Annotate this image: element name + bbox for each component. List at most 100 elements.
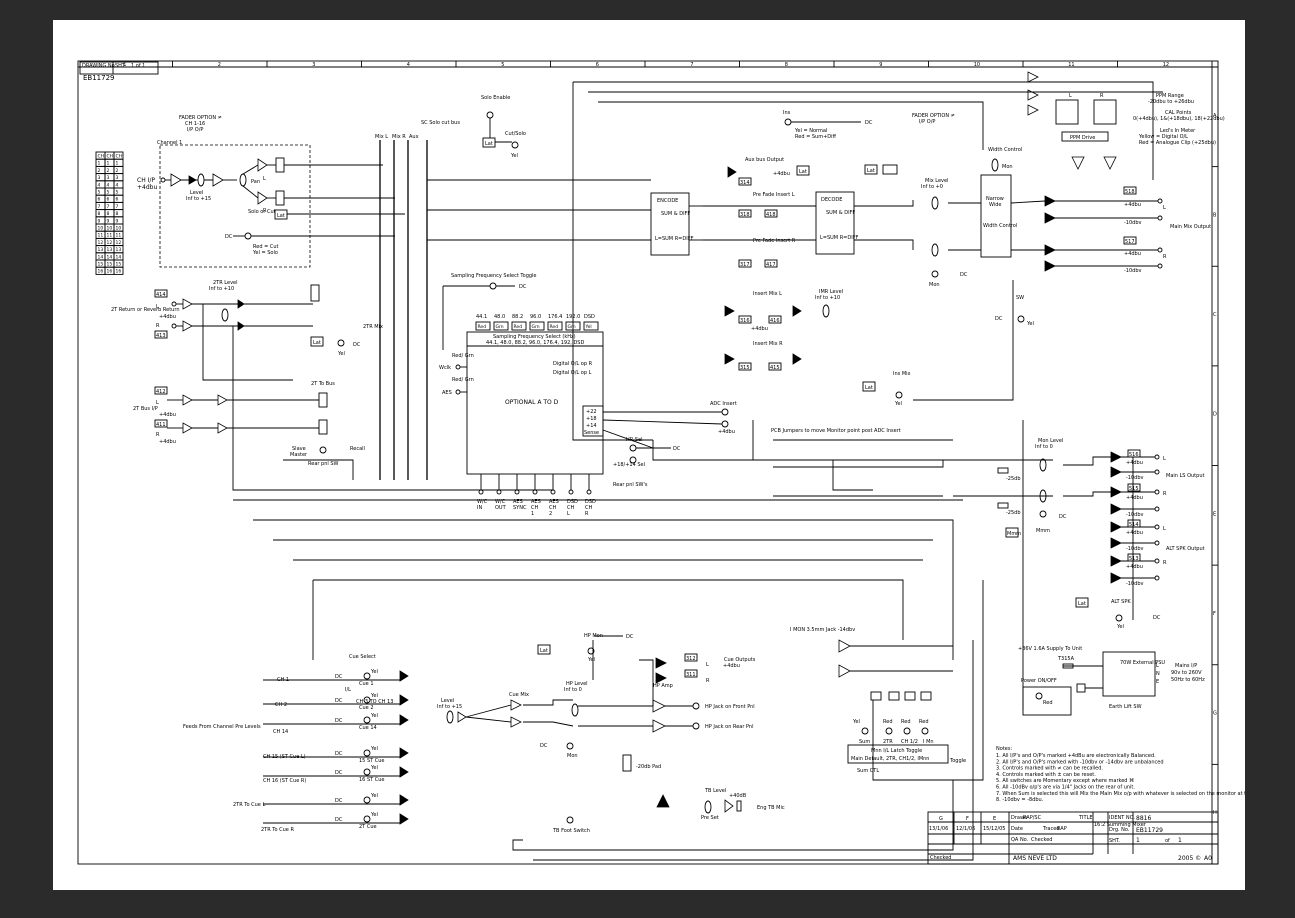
ppm-range-value: -20dbu to +26dbu (1148, 99, 1194, 105)
solo-enable-switch (486, 111, 494, 119)
aux-output-level: +4dbu (773, 171, 790, 177)
tr-mix-label: 2TR Mix (363, 324, 383, 330)
channel-table-cell: 6 (116, 197, 119, 203)
speaker-output-level: -10dbv (1126, 581, 1144, 587)
conn-515: 515 (1129, 486, 1139, 492)
channel-table-cell: 4 (107, 182, 110, 188)
column-label: 1 (123, 62, 126, 68)
adc-connector-label: CH (585, 505, 592, 511)
channel-table-cell: 14 (98, 254, 104, 260)
channel-table-cell: 1 (98, 161, 101, 167)
adc-connector-label: W/C (477, 499, 488, 505)
cue-select-label: Cue Select (349, 654, 376, 660)
pre-fade-l-label: Pre Fade Insert L (753, 192, 795, 198)
notes-list: 1. All I/P's and O/P's marked +4dBu are … (996, 753, 1245, 803)
red-cut-label: Red = Cut (253, 244, 279, 250)
mon-sel-sum: Sum (859, 739, 870, 745)
drawing-number-box (79, 61, 159, 75)
cue-row-dc: DC (335, 698, 343, 704)
cut-solo-label: Cut/Solo (505, 131, 526, 137)
mains-hz: 50Hz to 60Hz (1171, 677, 1205, 683)
sample-rate-led: Yel (585, 324, 592, 330)
rear-sws-label: Rear pnl SW's (613, 482, 648, 488)
adc-connector-label: CH (531, 505, 538, 511)
channel-table-cell: 3 (107, 175, 110, 181)
channel-table-cell: 12 (98, 240, 104, 246)
channel-table-cell: 8 (98, 211, 101, 217)
main-mix-minus10-r: -10dbv (1124, 268, 1142, 274)
power-red: Red (1043, 700, 1053, 706)
hp-dc: DC (540, 743, 548, 749)
eng-tb-mic: Eng TB Mic (757, 805, 785, 811)
sf-select-title: Sampling Frequency Select (kHz) (493, 334, 576, 340)
mon-level-label: Mon Level (1038, 438, 1063, 444)
tb-gain-label: +40dB (729, 793, 747, 799)
channel-table-cell: 13 (116, 247, 122, 253)
mon-default-label: Main Default, 2TR, CH1/2, IMnn (851, 756, 929, 762)
alt-spk-output-label: ALT SPK Output (1166, 546, 1205, 552)
drawn-value: RAP/SC (1023, 815, 1042, 821)
cue-row-yel: Yel (370, 793, 378, 799)
encode-sum-diff: SUM & DIFF (661, 211, 690, 217)
column-label: 4 (407, 62, 410, 68)
channel-1-label: Channel 1 (157, 140, 182, 146)
conn-316: 316 (740, 318, 750, 324)
channel-latch (274, 209, 288, 220)
mix-level-range: Inf to +0 (921, 184, 943, 190)
aes-label: AES (442, 390, 452, 396)
note-item: 5. All switches are Momentary except whe… (996, 778, 1134, 784)
ins-mix-label: Ins Mix (893, 371, 911, 377)
mon-jack-label: I MON 3.5mm Jack -14dbv (790, 627, 855, 633)
row-label: E (1213, 511, 1216, 517)
row-label: G (1213, 711, 1217, 717)
insert-mix-l-label: Insert Mix L (753, 291, 782, 297)
cue-row-name: Cue 1 (359, 681, 374, 687)
channel-table-cell: 4 (98, 182, 101, 188)
adc-connector-label: AES (513, 499, 523, 505)
cut-solo-yel: Yel (510, 153, 518, 159)
channel-table-cell: 12 (107, 240, 113, 246)
cue-row-yel: Yel (370, 669, 378, 675)
mid-latch-2: Lat (867, 168, 875, 174)
traced-label: Traced (1042, 826, 1059, 832)
width-mon: Mon (1002, 164, 1013, 170)
adc-connector-label: SYNC (513, 505, 527, 511)
mix-bus-lines (379, 140, 428, 480)
channel-table-cell: 13 (107, 247, 113, 253)
mmm-box: Mmm (1007, 531, 1021, 537)
adc-connector-label: DSD (567, 499, 578, 505)
ip-op-label: I/P O/P (187, 127, 203, 133)
ch-ip-label: CH I/P (137, 177, 155, 184)
cue-level-range: Inf to +15 (437, 704, 462, 710)
tr-cue-r: 2TR To Cue R (261, 827, 294, 833)
cue-row-dc: DC (335, 751, 343, 757)
note-item: 2. All I/P's and O/P's marked with -10db… (996, 759, 1164, 765)
channel-level-range: Inf to +15 (186, 196, 211, 202)
recall-label: Recall (350, 446, 365, 452)
sf-toggle-title: Sampling Frequency Select Toggle (451, 273, 537, 279)
main-ls-output-label: Main LS Output (1166, 473, 1204, 479)
conn-317: 317 (740, 262, 750, 268)
alt-spk-sw-label: ALT SPK (1111, 599, 1131, 605)
leds-meter-label: Led's In Meter (1160, 128, 1196, 134)
conn-513: 513 (1129, 556, 1139, 562)
imr-range: Inf to +10 (815, 295, 840, 301)
solo-or-cut-label: Solo or Cut (248, 209, 276, 215)
width-control-label: Width Control (988, 147, 1022, 153)
ident-value: 8816 (1136, 815, 1151, 822)
sample-rate-value: 48.0 (494, 314, 505, 320)
mon-sel-2tr: 2TR (883, 739, 893, 745)
psu-l: L (1156, 663, 1159, 669)
channel-strip-box (159, 144, 311, 268)
adc-block (466, 331, 604, 475)
slave-label: Slave (292, 446, 306, 452)
solo-latch: Lat (485, 141, 493, 147)
cal-points-value: 0(+4dbu), 1&(+18dbu), 18(+22dbu) (1133, 116, 1225, 122)
digital-l-label: Digital O/L op L (553, 370, 592, 376)
alt-spk-dc: DC (1153, 615, 1161, 621)
channel-table-cell: 10 (98, 226, 104, 232)
adc-connector-label: CH (549, 505, 556, 511)
channel-table-cell: 10 (116, 226, 122, 232)
